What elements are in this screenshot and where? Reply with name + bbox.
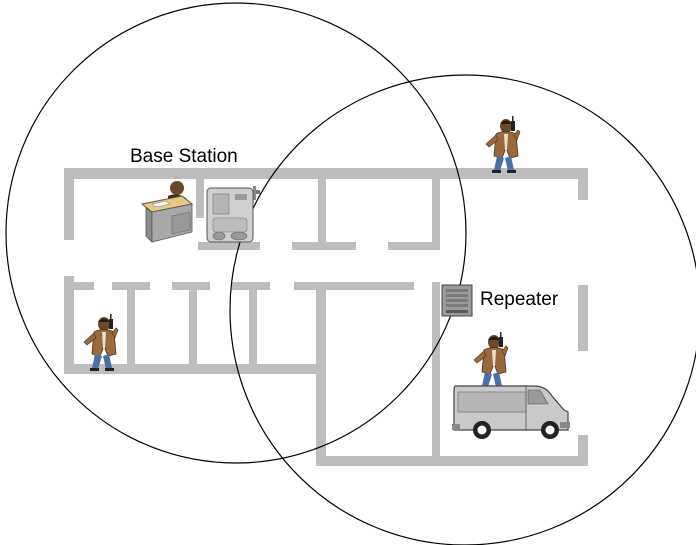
wall-bottom-right <box>316 456 588 466</box>
corridor-lower-segment <box>294 282 414 290</box>
repeater-coverage-circle <box>229 74 696 545</box>
wall-lower-divider-5 <box>432 282 440 466</box>
building-floor-plan <box>64 168 588 466</box>
person-with-radio-icon <box>473 331 509 390</box>
wall-upper-divider-1 <box>196 168 204 218</box>
wall-upper-divider-3 <box>432 168 440 248</box>
wall-step-down <box>316 364 326 466</box>
wall-lower-divider-4 <box>316 282 326 374</box>
wall-right-bottom <box>578 435 588 466</box>
van-icon <box>452 385 570 439</box>
wall-right-middle <box>578 285 588 351</box>
wall-right-top <box>578 168 588 200</box>
base-station-label: Base Station <box>130 146 238 167</box>
wall-lower-divider-1 <box>127 282 135 374</box>
base-station-radio-icon <box>206 186 260 243</box>
person-with-radio-icon <box>485 115 521 174</box>
repeater-label: Repeater <box>480 289 559 310</box>
wall-lower-divider-3 <box>249 282 257 374</box>
person-with-radio-icon <box>83 313 119 372</box>
corridor-upper-segment <box>292 242 356 250</box>
wall-upper-divider-2 <box>318 168 326 248</box>
dispatcher-at-desk-icon <box>140 181 194 243</box>
wall-left-lower <box>64 276 74 374</box>
wall-lower-divider-2 <box>189 282 197 374</box>
corridor-upper-segment <box>388 242 440 250</box>
repeater-unit-icon <box>441 284 473 317</box>
corridor-lower-segment <box>64 282 94 290</box>
corridor-upper-segment <box>198 242 260 250</box>
wall-left-upper <box>64 168 74 240</box>
base-station-coverage-circle <box>5 2 467 464</box>
